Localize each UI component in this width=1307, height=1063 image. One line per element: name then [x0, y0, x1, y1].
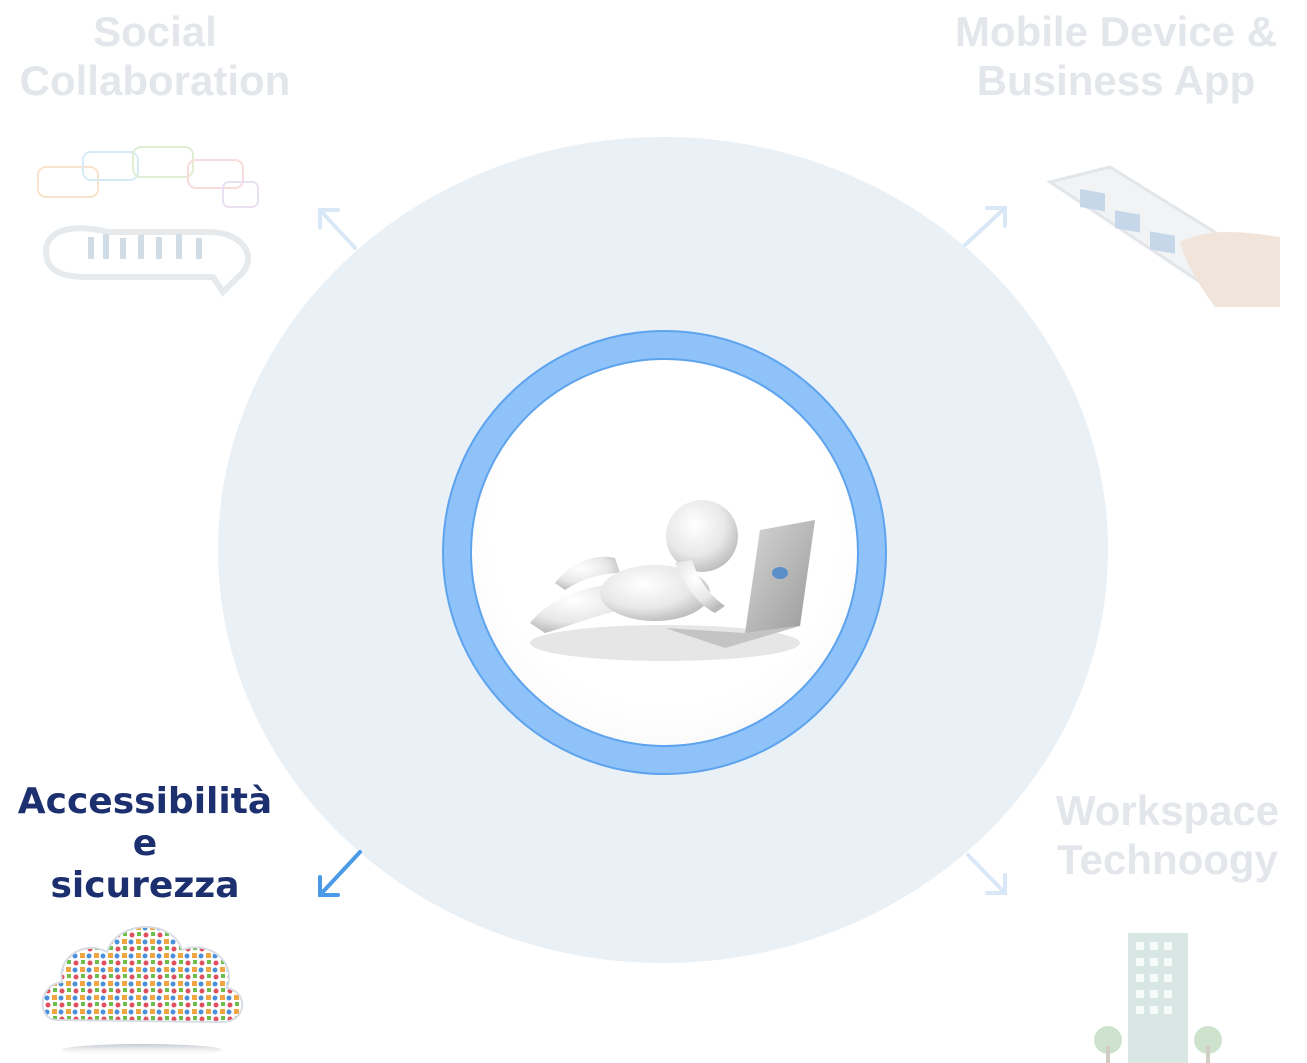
- person-on-laptop-illustration: [530, 500, 815, 661]
- node-label-access-line2: sicurezza: [50, 864, 240, 906]
- node-label-social: Social Collaboration: [0, 8, 310, 105]
- node-label-workspace-line1: Workspace: [1055, 787, 1280, 834]
- node-label-mobile-line1: Mobile Device &: [954, 8, 1278, 55]
- arrow-social: [318, 208, 357, 250]
- node-label-workspace-line2: Technoogy: [1057, 835, 1278, 883]
- center-ring: [442, 330, 887, 775]
- node-label-social-line1: Social: [93, 8, 217, 55]
- center-circle: [470, 358, 859, 747]
- arrow-mobile: [963, 206, 1007, 247]
- node-label-access: Accessibilità e sicurezza: [0, 781, 290, 906]
- node-label-workspace: Workspace Technoogy: [1040, 787, 1295, 884]
- cloud-apps-image: [41, 926, 244, 1056]
- social-collaboration-image: [37, 146, 259, 297]
- building-image: [1094, 933, 1222, 1063]
- node-label-social-line2: Collaboration: [19, 56, 291, 104]
- arrow-access: [318, 850, 362, 897]
- arrow-workspace: [966, 853, 1007, 895]
- node-label-mobile: Mobile Device & Business App: [925, 8, 1307, 105]
- node-label-access-line1: Accessibilità e: [17, 781, 273, 864]
- tablet-business-app-image: [1046, 165, 1280, 307]
- node-label-mobile-line2: Business App: [976, 56, 1256, 104]
